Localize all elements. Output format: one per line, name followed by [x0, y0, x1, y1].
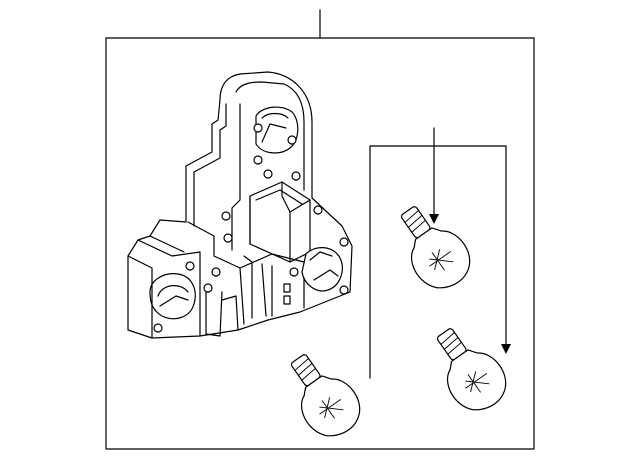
bulb-3	[436, 328, 507, 411]
bulb-2	[290, 354, 361, 437]
bulb-callout-lines	[369, 127, 511, 379]
diagram-frame	[105, 37, 535, 450]
bulb-socket-housing	[127, 71, 353, 339]
bulb-1	[400, 206, 471, 289]
